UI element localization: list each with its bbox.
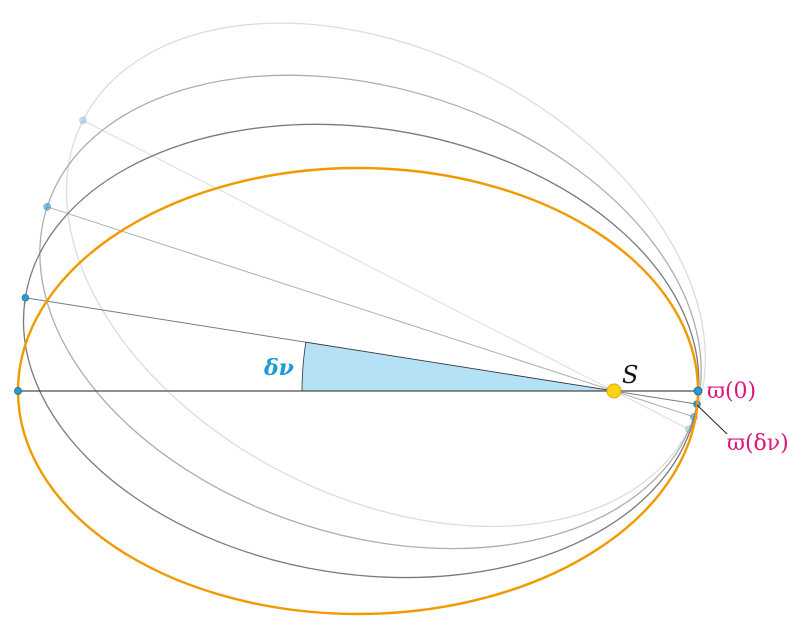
perihelion-initial-label: ϖ(0) [707, 379, 756, 404]
angle-label: δν [263, 355, 294, 381]
precessed-orbit [39, 74, 702, 550]
precessed-aphelion-point [79, 116, 87, 125]
aphelion-point [14, 387, 22, 395]
precessed-apsidal-line [82, 119, 690, 430]
precessed-apsidal-line [47, 206, 695, 418]
precessed-orbit [65, 22, 706, 528]
precessed-aphelion-point [43, 202, 52, 211]
perihelion-point [693, 386, 703, 396]
perihelion-shifted-label: ϖ(δν) [727, 431, 789, 456]
sun-label: S [622, 361, 638, 389]
precessed-orbit-ellipse [39, 74, 702, 550]
perihelion-leader-line [696, 404, 728, 435]
precessed-aphelion-point [21, 293, 30, 302]
sun-icon [606, 383, 622, 399]
precessed-orbit-ellipse [65, 22, 706, 528]
